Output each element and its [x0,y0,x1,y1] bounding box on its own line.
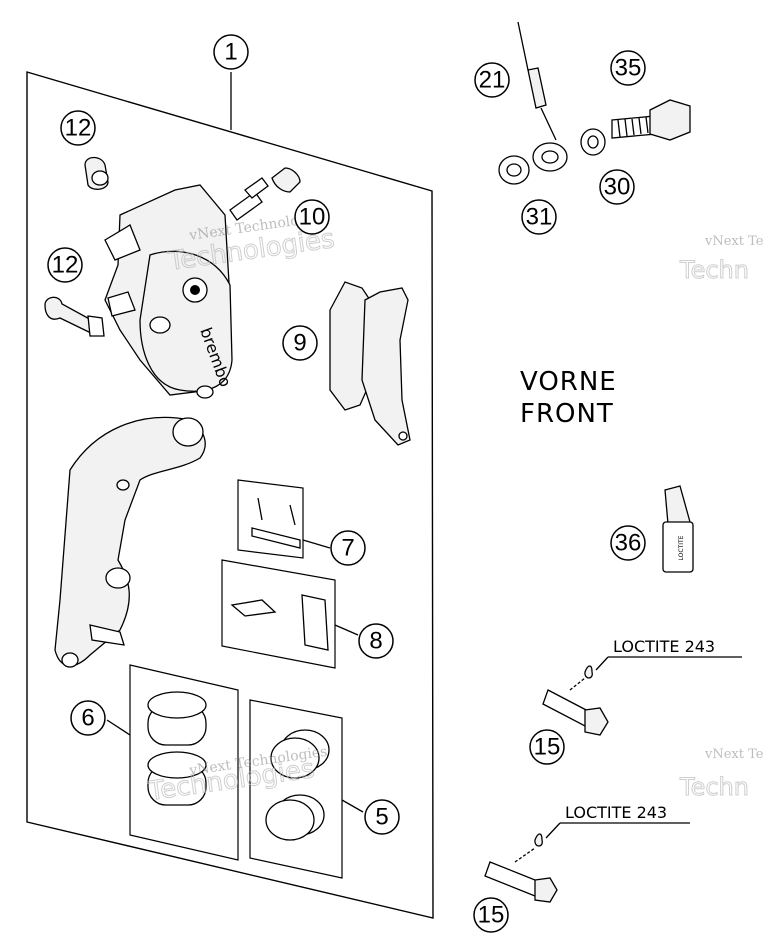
svg-text:35: 35 [615,55,642,82]
svg-text:6: 6 [81,705,94,732]
spring-kit[interactable] [221,559,359,669]
svg-text:36: 36 [615,530,642,557]
loctite-tube-text: LOCTITE [678,535,685,560]
svg-text:21: 21 [479,67,506,94]
callout-10[interactable]: 10 [294,199,330,235]
callout-31[interactable]: 31 [521,199,557,235]
svg-text:15: 15 [534,734,561,761]
piston-kit[interactable] [106,664,239,861]
caliper-bolt[interactable] [44,296,105,337]
svg-text:7: 7 [341,535,354,562]
callout-15[interactable]: 15 [529,729,565,765]
callout-21[interactable]: 21 [474,62,510,98]
front-label-de: VORNE [520,367,617,397]
bleed-valve[interactable] [229,167,301,221]
screw-15-lower[interactable] [484,833,558,903]
svg-text:15: 15 [478,902,505,929]
brake-caliper[interactable]: brembo [104,184,235,399]
caliper-support[interactable] [54,416,206,668]
screw-15-upper[interactable] [542,665,609,736]
svg-text:5: 5 [375,804,388,831]
svg-text:31: 31 [526,204,553,231]
callout-35[interactable]: 35 [610,50,646,86]
watermark-outline: Techn [679,773,749,801]
callout-12[interactable]: 12 [60,110,96,146]
callout-36[interactable]: 36 [610,525,646,561]
watermark-text: vNext Te [704,747,764,762]
svg-text:8: 8 [369,628,382,655]
callout-12[interactable]: 12 [47,247,83,283]
banjo-bolt[interactable] [611,99,691,141]
loctite-label-lower: LOCTITE 243 [565,803,667,822]
watermark-text: vNext Te [704,234,764,249]
callout-6[interactable]: 6 [70,700,106,736]
callout-9[interactable]: 9 [282,325,318,361]
svg-text:30: 30 [604,174,631,201]
svg-text:12: 12 [52,252,79,279]
loctite-label-upper: LOCTITE 243 [613,637,715,656]
caliper-plug[interactable] [84,156,109,190]
seal-kit[interactable] [249,699,364,879]
svg-text:10: 10 [299,204,326,231]
loctite-tube[interactable]: LOCTITE [662,485,694,573]
callout-8[interactable]: 8 [358,623,394,659]
pin-kit[interactable] [237,479,331,559]
callout-30[interactable]: 30 [599,169,635,205]
svg-text:9: 9 [293,330,306,357]
svg-text:12: 12 [65,115,92,142]
brake-hose[interactable] [517,21,568,172]
callout-1[interactable]: 1 [213,34,249,70]
brake-pads[interactable] [329,281,411,446]
callout-7[interactable]: 7 [330,530,366,566]
front-label-en: FRONT [520,399,614,429]
svg-text:1: 1 [224,39,237,66]
callout-15[interactable]: 15 [473,897,509,933]
callout-5[interactable]: 5 [364,799,400,835]
watermark-outline: Techn [679,256,749,284]
